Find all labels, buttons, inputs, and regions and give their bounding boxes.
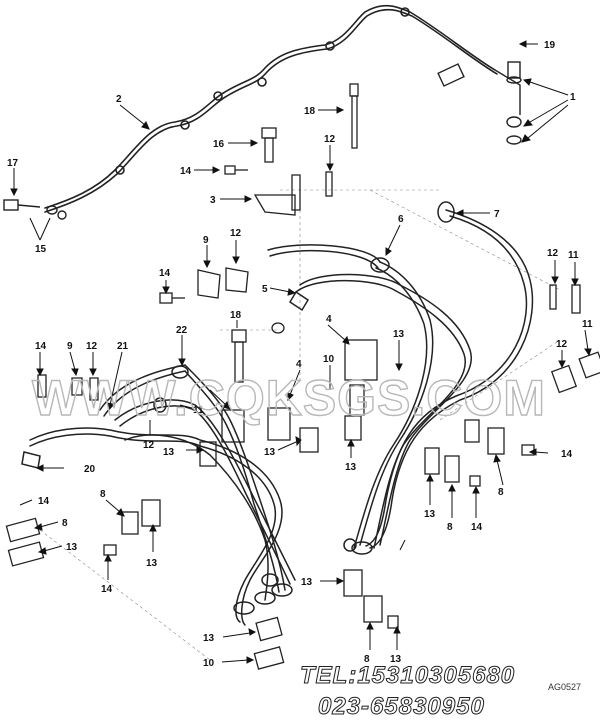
callout-14: 14 (180, 166, 192, 177)
callout-22: 22 (176, 325, 188, 336)
callout-11: 11 (193, 405, 204, 416)
callout-13: 13 (424, 509, 436, 520)
callout-3: 3 (210, 195, 216, 206)
callout-labels: 19 1 2 17 15 18 16 12 14 3 6 7 9 12 14 5… (7, 40, 593, 669)
callout-14: 14 (561, 449, 573, 460)
callout-2: 2 (116, 94, 122, 105)
callout-14: 14 (471, 522, 483, 533)
callout-15: 15 (35, 244, 47, 255)
callout-14: 14 (38, 496, 50, 507)
return-line-end (3, 61, 522, 220)
callout-11: 11 (582, 319, 593, 330)
callout-12: 12 (143, 440, 155, 451)
diagram-code: AG0527 (548, 682, 581, 692)
leader-lines (10, 40, 592, 664)
line-fittings (21, 201, 455, 615)
callout-14: 14 (159, 268, 171, 279)
callout-1: 1 (570, 92, 576, 103)
callout-18: 18 (230, 310, 242, 321)
callout-8: 8 (62, 518, 68, 529)
callout-13: 13 (264, 447, 276, 458)
callout-14: 14 (101, 584, 113, 595)
callout-8: 8 (100, 489, 106, 500)
callout-8: 8 (498, 487, 504, 498)
callout-9: 9 (203, 235, 209, 246)
callout-13: 13 (301, 577, 313, 588)
callout-20: 20 (84, 464, 96, 475)
callout-13: 13 (66, 542, 78, 553)
callout-13: 13 (390, 654, 402, 665)
callout-21: 21 (117, 341, 129, 352)
contact-tel: TEL:15310305680 (300, 662, 515, 689)
callout-8: 8 (447, 522, 453, 533)
callout-11: 11 (568, 250, 579, 261)
callout-18: 18 (304, 106, 316, 117)
fuel-return-line (44, 4, 498, 213)
clamp-blocks (5, 339, 535, 670)
callout-17: 17 (7, 158, 19, 169)
website-watermark: WWW.CQKSGS.COM (32, 370, 546, 426)
injector-fuel-lines (29, 209, 534, 626)
callout-12: 12 (230, 228, 242, 239)
callout-12: 12 (324, 134, 336, 145)
callout-13: 13 (393, 329, 405, 340)
callout-14: 14 (35, 341, 47, 352)
callout-12: 12 (86, 341, 98, 352)
callout-13: 13 (163, 447, 175, 458)
contact-phone: 023-65830950 (318, 693, 485, 720)
callout-16: 16 (213, 139, 225, 150)
callout-12: 12 (547, 248, 559, 259)
callout-13: 13 (203, 633, 215, 644)
callout-5: 5 (262, 284, 268, 295)
fasteners (37, 83, 600, 401)
callout-10: 10 (203, 658, 215, 669)
callout-4: 4 (326, 314, 332, 325)
callout-19: 19 (544, 40, 556, 51)
callout-7: 7 (494, 209, 500, 220)
callout-13: 13 (146, 558, 158, 569)
callout-6: 6 (398, 214, 404, 225)
callout-4: 4 (296, 359, 302, 370)
callout-12: 12 (556, 339, 568, 350)
callout-8: 8 (364, 654, 370, 665)
callout-10: 10 (323, 354, 335, 365)
callout-13: 13 (345, 462, 357, 473)
callout-9: 9 (67, 341, 73, 352)
